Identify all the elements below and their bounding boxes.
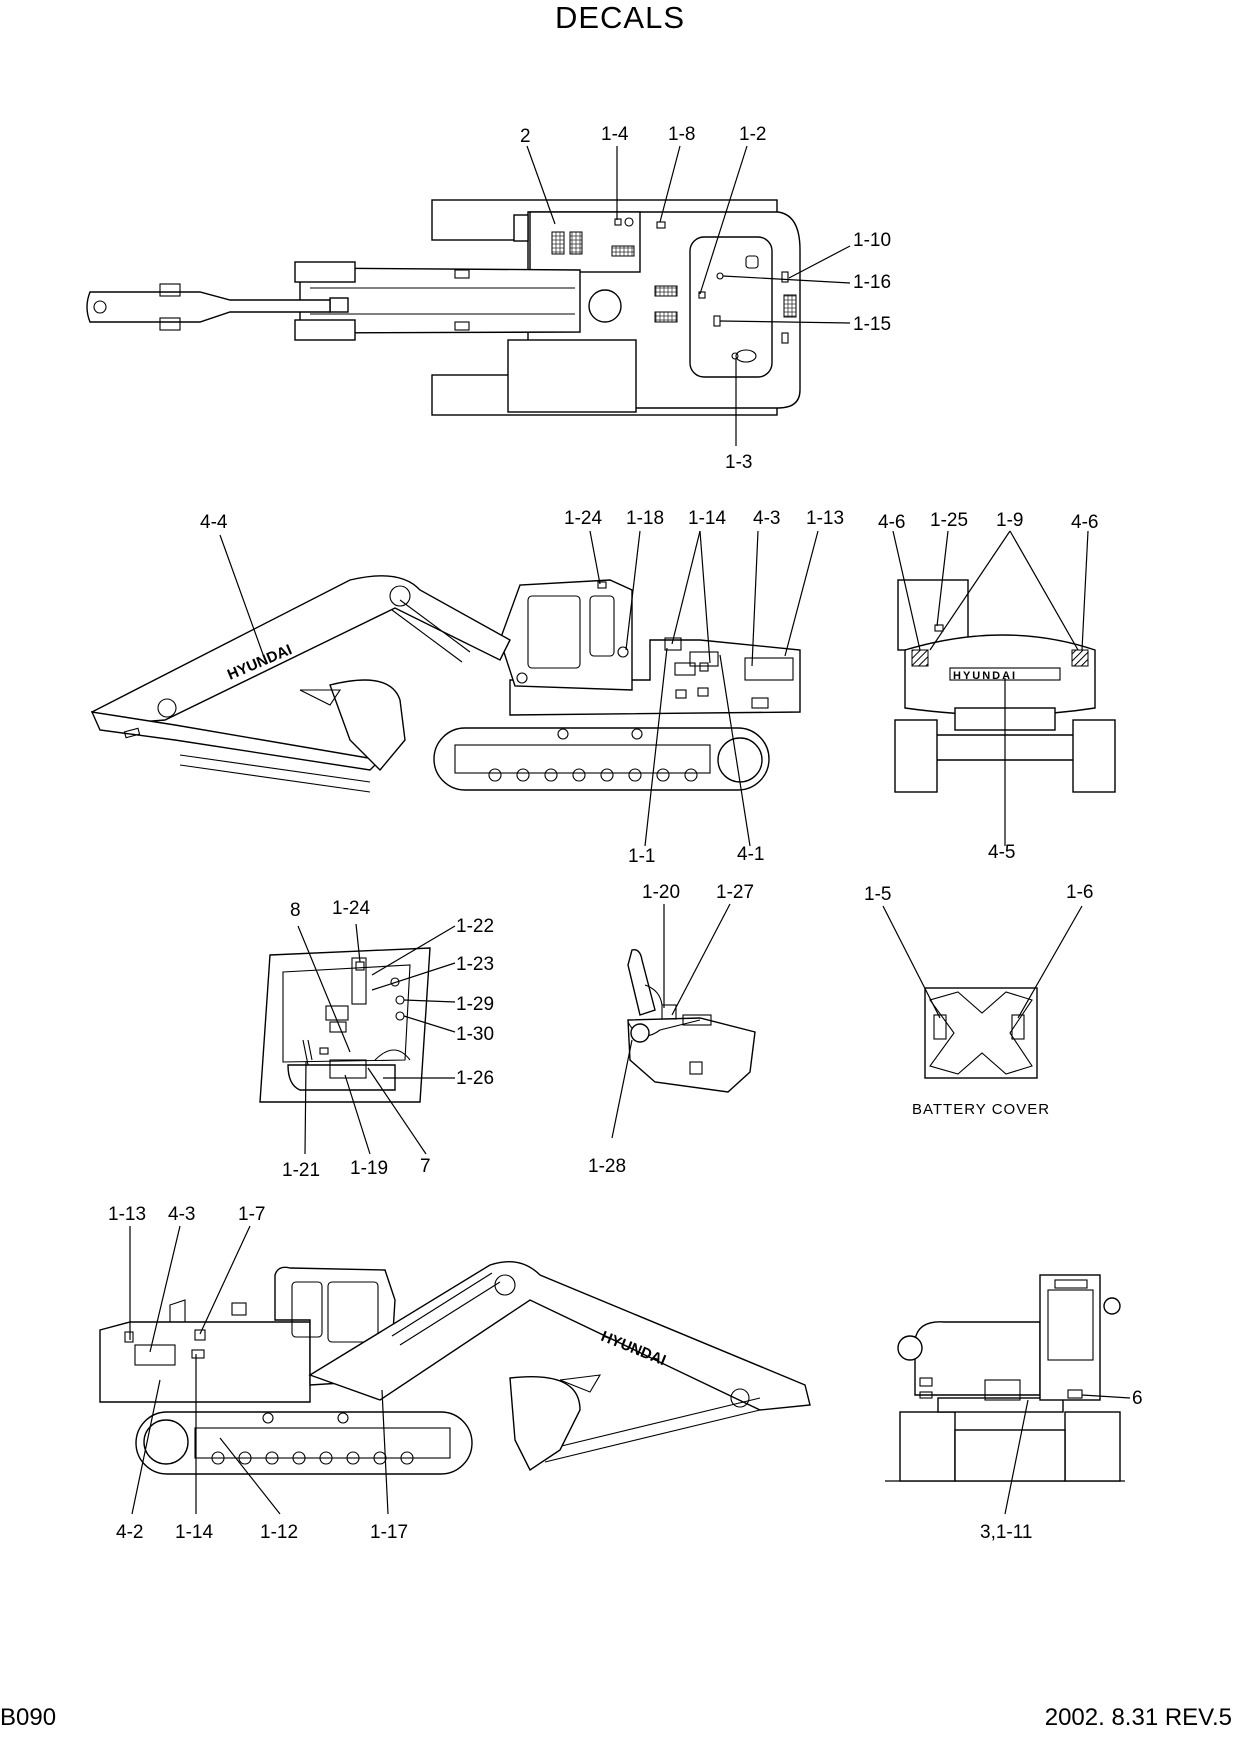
callout-label: 1-26 bbox=[456, 1068, 494, 1089]
callout-label: 1-10 bbox=[853, 230, 891, 251]
right-side-view: HYUNDAI bbox=[99, 1261, 811, 1475]
callout-label: 1-18 bbox=[626, 508, 664, 529]
joystick-labels: 1-20 1-27 1-28 bbox=[588, 882, 754, 1177]
callout-label: 1-19 bbox=[350, 1158, 388, 1179]
battery-cover-leaders bbox=[882, 905, 1083, 1019]
top-view bbox=[86, 199, 801, 416]
callout-label: 1-24 bbox=[332, 898, 370, 919]
callout-label: 1-14 bbox=[175, 1522, 213, 1543]
battery-cover-labels: 1-5 1-6 BATTERY COVER bbox=[864, 882, 1093, 1118]
callout-label: 2 bbox=[520, 126, 531, 147]
callout-label: 6 bbox=[1132, 1388, 1143, 1409]
callout-label: 1-25 bbox=[930, 510, 968, 531]
front-view-labels: 6 3,1-11 bbox=[980, 1388, 1143, 1543]
rear-view-labels: 4-6 1-25 1-9 4-6 4-5 bbox=[878, 510, 1098, 863]
joystick-console bbox=[627, 949, 756, 1093]
callout-label: 1-29 bbox=[456, 994, 494, 1015]
callout-label: 1-9 bbox=[996, 510, 1023, 531]
callout-label: 1-21 bbox=[282, 1160, 320, 1181]
callout-label: 7 bbox=[420, 1156, 431, 1177]
callout-label: 1-7 bbox=[238, 1204, 265, 1225]
callout-label: 1-3 bbox=[725, 452, 752, 473]
left-side-labels: 4-4 1-24 1-18 1-14 4-3 1-13 1-1 4-1 bbox=[200, 508, 844, 867]
callout-label: 4-6 bbox=[1071, 512, 1098, 533]
callout-label: 1-6 bbox=[1066, 882, 1093, 903]
callout-label: 4-1 bbox=[737, 844, 764, 865]
left-side-view: HYUNDAI bbox=[90, 575, 801, 793]
callout-label: 1-2 bbox=[739, 124, 766, 145]
callout-label: 4-4 bbox=[200, 512, 228, 533]
front-view bbox=[885, 1274, 1125, 1482]
cab-interior bbox=[259, 947, 431, 1103]
callout-label: 1-5 bbox=[864, 884, 891, 905]
callout-label: 4-5 bbox=[988, 842, 1015, 863]
revision-note: 2002. 8.31 REV.5 bbox=[1044, 1704, 1232, 1731]
rear-view-leaders bbox=[892, 530, 1089, 846]
brand-text: HYUNDAI bbox=[953, 670, 1017, 682]
callout-label: 1-28 bbox=[588, 1156, 626, 1177]
top-view-leaders bbox=[526, 145, 851, 446]
callout-label: 1-27 bbox=[716, 882, 754, 903]
callout-label: 1-14 bbox=[688, 508, 726, 529]
cab-interior-leaders bbox=[297, 923, 456, 1155]
callout-label: 1-4 bbox=[601, 124, 629, 145]
front-view-leaders bbox=[1004, 1394, 1131, 1515]
right-side-leaders bbox=[129, 1225, 389, 1515]
battery-cover bbox=[924, 987, 1038, 1079]
right-side-labels: 1-13 4-3 1-7 4-2 1-14 1-12 1-17 bbox=[108, 1204, 408, 1543]
callout-label: 1-12 bbox=[260, 1522, 298, 1543]
left-side-leaders bbox=[219, 530, 819, 847]
callout-label: 1-8 bbox=[668, 124, 695, 145]
callout-label: 1-20 bbox=[642, 882, 680, 903]
callout-label: 1-16 bbox=[853, 272, 891, 293]
callout-label: 1-13 bbox=[806, 508, 844, 529]
callout-label: 1-1 bbox=[628, 846, 655, 867]
callout-label: 4-3 bbox=[168, 1204, 195, 1225]
callout-label: 1-17 bbox=[370, 1522, 408, 1543]
callout-label: 1-15 bbox=[853, 314, 891, 335]
callout-label: 4-6 bbox=[878, 512, 905, 533]
callout-label: 1-22 bbox=[456, 916, 494, 937]
callout-label: 3,1-11 bbox=[980, 1522, 1032, 1543]
callout-label: 4-2 bbox=[116, 1522, 143, 1543]
callout-label: 1-13 bbox=[108, 1204, 146, 1225]
callout-label: 8 bbox=[290, 900, 301, 921]
callout-label: 1-23 bbox=[456, 954, 494, 975]
page-code: B090 bbox=[0, 1704, 57, 1731]
joystick-leaders bbox=[611, 903, 731, 1139]
page-title: DECALS bbox=[554, 0, 686, 35]
callout-label: 1-24 bbox=[564, 508, 602, 529]
callout-label: 4-3 bbox=[753, 508, 780, 529]
callout-label: 1-30 bbox=[456, 1024, 494, 1045]
top-view-labels: 2 1-4 1-8 1-2 1-10 1-16 1-15 1-3 bbox=[520, 124, 891, 473]
cab-interior-labels: 8 1-24 1-22 1-23 1-29 1-30 1-26 1-21 1-1… bbox=[282, 898, 494, 1181]
battery-cover-caption: BATTERY COVER bbox=[912, 1101, 1050, 1118]
